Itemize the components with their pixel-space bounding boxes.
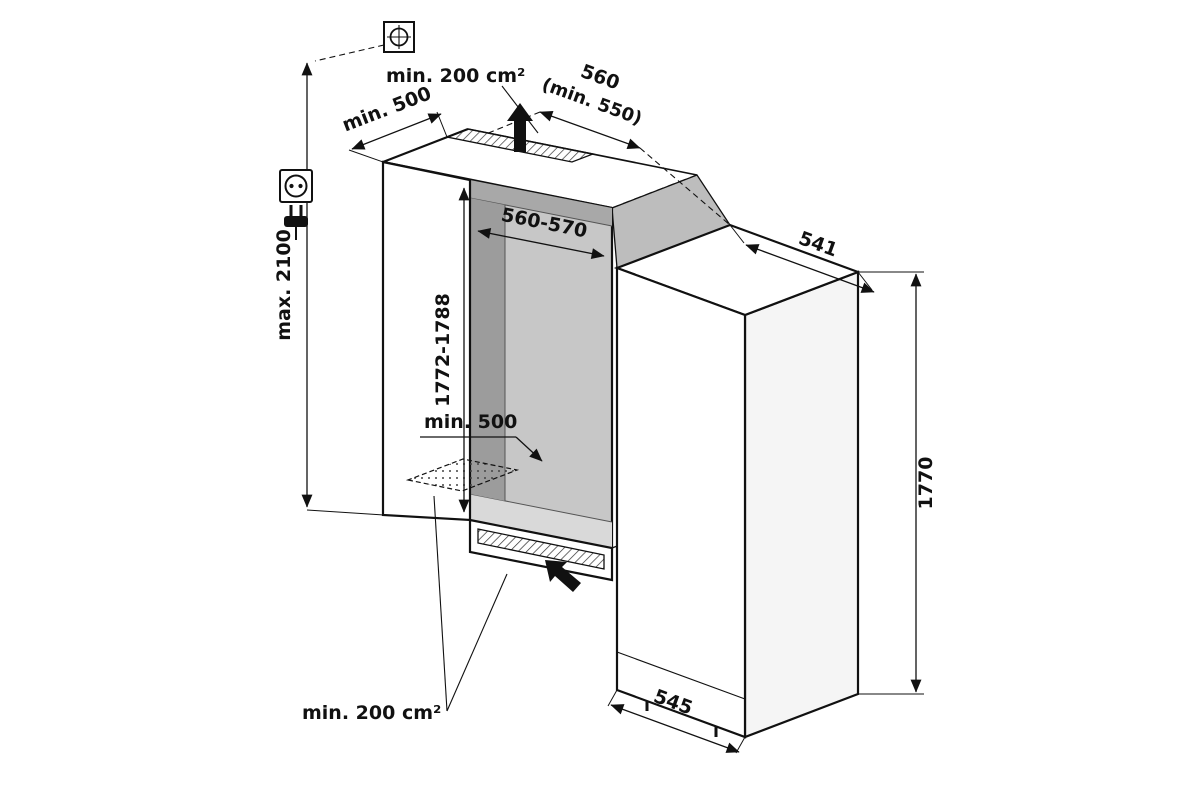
- niche-ceiling-edge: [469, 197, 613, 227]
- cabinet-top-face: [383, 129, 697, 208]
- bottom-ventilation-grille: [477, 528, 605, 570]
- mid-depth-leader-arrow: [515, 436, 543, 462]
- bottom-vent-leader-line: [433, 495, 448, 712]
- plug-body: [284, 216, 308, 227]
- niche-interior-sidewall: [470, 198, 505, 501]
- refrigerator-base-line: [616, 651, 746, 700]
- plug-icon: [284, 205, 308, 240]
- symbols: [279, 21, 415, 240]
- socket-outlet-icon: [279, 169, 313, 203]
- datum-leader-line: [314, 44, 385, 62]
- top-depth-extension-line: [436, 111, 448, 138]
- socket-outlet-hole: [298, 183, 303, 189]
- niche-depth-dimension-line: [539, 111, 641, 149]
- datum-symbol-icon: [383, 21, 415, 53]
- bottom-vent-leader-line: [446, 573, 508, 712]
- airflow-arrow-top-icon: [507, 103, 533, 152]
- top-depth-extension-line: [348, 149, 384, 163]
- top-vent-area-label: min. 200 cm²: [386, 65, 525, 87]
- niche-width-dimension-line: [477, 228, 605, 259]
- niche-interior-ceiling: [470, 180, 612, 226]
- appliance-depth-dimension-line: [610, 704, 740, 753]
- appliance-depth-extension-line: [607, 689, 618, 707]
- top-width-dimension-line: [745, 244, 875, 293]
- max-height-dimension-label: max. 2100: [273, 229, 295, 341]
- furniture-niche: [381, 127, 731, 582]
- refrigerator-side-face: [743, 270, 860, 739]
- appliance-depth-extension-line: [735, 736, 746, 754]
- mid-depth-dimension-label: min. 500: [424, 411, 517, 433]
- top-width-extension-line: [729, 224, 745, 244]
- refrigerator: [613, 223, 862, 739]
- niche-height-dimension-label: 1772-1788: [432, 293, 454, 407]
- top-depth-dimension-label: min. 500: [339, 82, 434, 136]
- niche-interior-floor: [470, 494, 612, 548]
- refrigerator-front-face: [615, 266, 747, 739]
- airflow-arrow-bottom-icon: [545, 560, 581, 592]
- socket-outlet-circle: [284, 174, 308, 198]
- top-depth-dimension-line: [351, 113, 442, 150]
- max-height-extension-line: [306, 509, 384, 516]
- bottom-vent-area-label: min. 200 cm²: [302, 702, 441, 724]
- top-vent-leader-line: [501, 85, 539, 134]
- appliance-height-dimension-label: 1770: [915, 457, 937, 510]
- socket-outlet-hole: [289, 183, 294, 189]
- airflow-arrows: [507, 103, 581, 592]
